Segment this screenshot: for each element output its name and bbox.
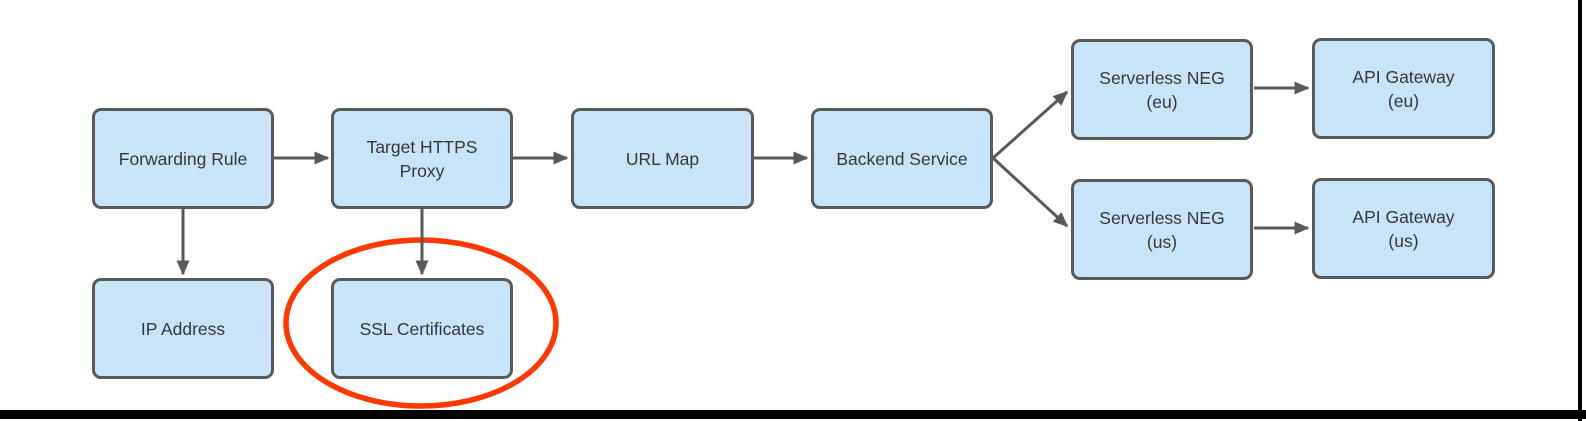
node-forwarding-rule: Forwarding Rule [92, 108, 274, 209]
node-forwarding-rule-label: Forwarding Rule [118, 148, 248, 169]
node-serverless-neg-us-label: Serverless NEG (us) [1099, 207, 1225, 252]
edge-backend-service-to-serverless-neg-eu [992, 90, 1069, 160]
node-ip-address: IP Address [92, 278, 274, 379]
node-url-map: URL Map [571, 108, 754, 209]
node-target-https-proxy: Target HTTPS Proxy [331, 108, 513, 209]
node-url-map-label: URL Map [625, 148, 700, 169]
node-ip-address-label: IP Address [140, 318, 226, 339]
page-edge-bottom [0, 410, 1586, 419]
page-edge-right [1578, 0, 1582, 421]
edge-backend-service-to-serverless-neg-us [991, 156, 1069, 228]
node-api-gateway-eu-label: API Gateway (eu) [1352, 66, 1455, 111]
node-serverless-neg-eu-label: Serverless NEG (eu) [1099, 67, 1225, 112]
node-api-gateway-us-label: API Gateway (us) [1352, 206, 1455, 251]
node-api-gateway-eu: API Gateway (eu) [1312, 38, 1495, 139]
node-backend-service-label: Backend Service [836, 148, 968, 169]
node-ssl-certificates: SSL Certificates [331, 278, 513, 379]
node-api-gateway-us: API Gateway (us) [1312, 178, 1495, 279]
node-serverless-neg-us: Serverless NEG (us) [1071, 179, 1253, 280]
node-serverless-neg-eu: Serverless NEG (eu) [1071, 39, 1253, 140]
node-target-https-proxy-label: Target HTTPS Proxy [366, 136, 478, 181]
node-backend-service: Backend Service [811, 108, 993, 209]
node-ssl-certificates-label: SSL Certificates [359, 318, 485, 339]
